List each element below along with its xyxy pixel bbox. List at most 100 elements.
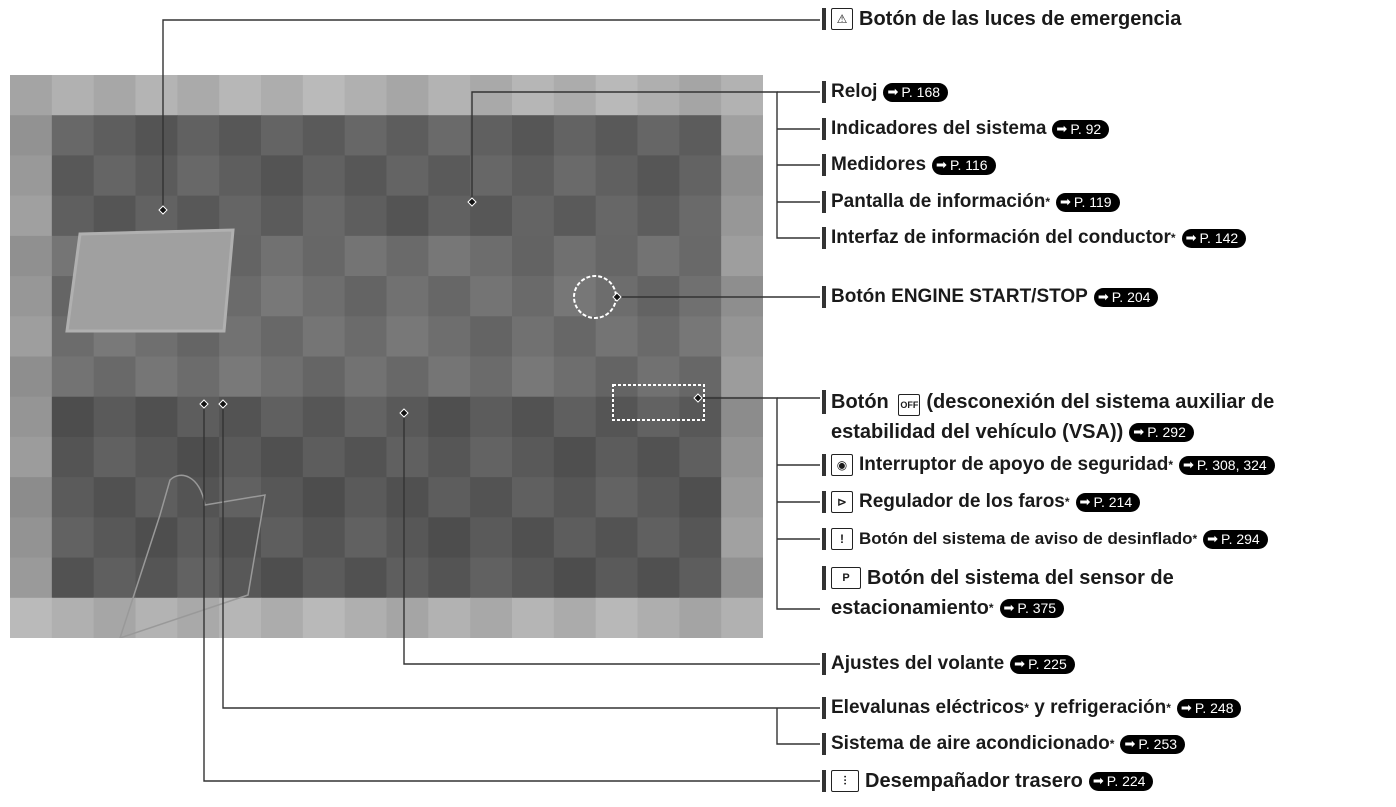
ref-text: P. 92 — [1070, 121, 1102, 137]
mosaic-tile — [261, 436, 304, 478]
mosaic-tile — [512, 316, 555, 357]
arrow-icon: ➡ — [1003, 600, 1015, 615]
mosaic-tile — [637, 557, 680, 599]
mosaic-tile — [470, 195, 513, 237]
mosaic-tile — [512, 557, 555, 599]
page-ref[interactable]: ➡P. 142 — [1181, 228, 1247, 248]
mosaic-tile — [595, 557, 638, 599]
page-ref[interactable]: ➡P. 225 — [1010, 654, 1075, 674]
asterisk: * — [1109, 737, 1115, 751]
label-bar — [822, 191, 826, 213]
mosaic-tile — [344, 75, 387, 116]
asterisk: * — [1024, 701, 1029, 715]
mosaic-tile — [428, 356, 471, 398]
mosaic-tile — [51, 557, 95, 599]
mosaic-tile — [135, 155, 178, 197]
label-pantalla: Pantalla de información* ➡P. 119 — [822, 191, 1120, 213]
mosaic-tile — [428, 316, 471, 357]
mosaic-tile — [386, 75, 429, 116]
mosaic-tile — [344, 436, 387, 478]
page-ref[interactable]: ➡P. 375 — [999, 598, 1065, 618]
mosaic-tile — [386, 477, 429, 518]
mosaic-tile — [261, 517, 304, 559]
mosaic-tile — [177, 356, 220, 398]
mosaic-tile — [261, 597, 304, 638]
mosaic-tile — [470, 155, 513, 197]
mosaic-tile — [10, 195, 53, 237]
mosaic-tile — [637, 477, 680, 518]
arrow-icon: ➡ — [936, 157, 947, 172]
mosaic-tile — [512, 276, 555, 317]
reloj-text: Reloj — [831, 81, 878, 102]
page-ref[interactable]: ➡P. 308, 324 — [1179, 455, 1275, 475]
mosaic-tile — [721, 276, 763, 317]
headlight-leveler-icon: ⊳ — [831, 491, 853, 513]
mosaic-tile — [512, 597, 555, 638]
mosaic-tile — [679, 597, 722, 638]
mosaic-tile — [428, 276, 471, 317]
page-ref[interactable]: ➡P. 224 — [1088, 771, 1154, 791]
mosaic-tile — [595, 235, 638, 277]
mosaic-tile — [10, 115, 53, 156]
page-ref[interactable]: ➡P. 168 — [883, 82, 949, 102]
mosaic-tile — [428, 396, 471, 438]
mosaic-tile — [470, 115, 513, 156]
mosaic-tile — [10, 477, 53, 518]
mosaic-tile — [51, 436, 95, 478]
mosaic-tile — [10, 235, 53, 277]
mosaic-tile — [386, 155, 429, 197]
mosaic-tile — [10, 517, 53, 559]
page-ref[interactable]: ➡P. 214 — [1075, 492, 1141, 512]
mosaic-tile — [637, 316, 680, 357]
arrow-icon: ➡ — [1014, 656, 1026, 671]
mosaic-tile — [344, 276, 387, 317]
page-ref[interactable]: ➡P. 116 — [932, 155, 996, 175]
mosaic-tile — [595, 195, 638, 237]
mosaic-tile — [51, 75, 95, 116]
label-faros: ⊳ Regulador de los faros* ➡P. 214 — [822, 491, 1141, 513]
label-desinflado: ! Botón del sistema de aviso de desinfla… — [822, 528, 1268, 550]
page-ref[interactable]: ➡P. 253 — [1120, 734, 1186, 754]
label-bar — [822, 733, 826, 755]
desempanador-text: Desempañador trasero — [865, 770, 1083, 792]
ref-text: P. 253 — [1138, 736, 1178, 752]
mosaic-tile — [679, 155, 722, 197]
mosaic-tile — [177, 517, 220, 559]
page-ref[interactable]: ➡P. 204 — [1093, 287, 1159, 307]
mosaic-tile — [386, 396, 429, 438]
ref-text: P. 294 — [1221, 531, 1260, 547]
label-bar — [822, 8, 826, 30]
mosaic-tile — [470, 557, 513, 599]
asterisk: * — [988, 601, 994, 615]
arrow-icon: ➡ — [1185, 230, 1197, 245]
mosaic-tile — [721, 597, 763, 638]
ref-text: P. 119 — [1073, 194, 1112, 210]
screen-shape — [65, 228, 235, 333]
mosaic-tile — [553, 155, 597, 197]
mosaic-tile — [261, 396, 304, 438]
page-ref[interactable]: ➡P. 248 — [1176, 698, 1242, 718]
page-ref[interactable]: ➡P. 119 — [1056, 192, 1120, 212]
page-ref[interactable]: ➡P. 92 — [1052, 119, 1110, 139]
pixel-mosaic — [10, 75, 763, 638]
label-interfaz: Interfaz de información del conductor* ➡… — [822, 227, 1247, 249]
mosaic-tile — [721, 316, 763, 357]
mosaic-tile — [51, 597, 95, 638]
mosaic-tile — [595, 75, 638, 116]
mosaic-tile — [470, 75, 513, 116]
asterisk: * — [1170, 231, 1176, 245]
mosaic-tile — [93, 477, 136, 518]
label-aire: Sistema de aire acondicionado* ➡P. 253 — [822, 733, 1186, 755]
mosaic-tile — [679, 195, 722, 237]
page-ref[interactable]: ➡P. 292 — [1129, 422, 1194, 442]
ref-text: P. 292 — [1147, 424, 1186, 440]
mosaic-tile — [261, 235, 304, 277]
mosaic-tile — [344, 316, 387, 357]
arrow-icon: ➡ — [1207, 531, 1219, 546]
label-engine: Botón ENGINE START/STOP ➡P. 204 — [822, 286, 1159, 308]
page-ref[interactable]: ➡P. 294 — [1203, 529, 1268, 549]
mosaic-tile — [302, 517, 346, 559]
mosaic-tile — [344, 477, 387, 518]
mosaic-tile — [428, 235, 471, 277]
mosaic-tile — [721, 436, 763, 478]
